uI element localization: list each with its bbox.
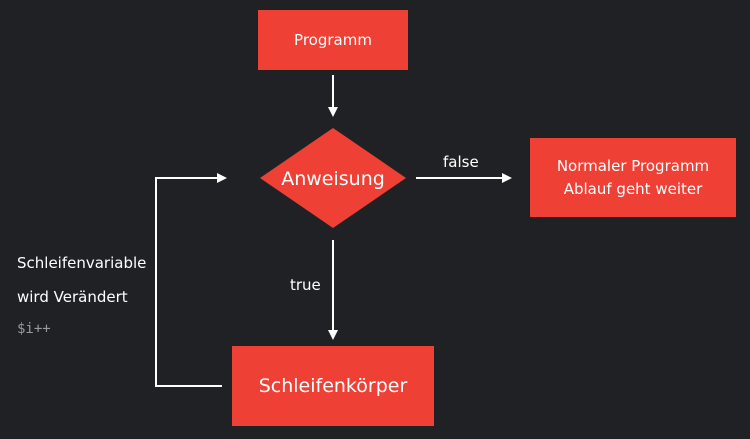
node-programm: Programm	[258, 10, 408, 70]
node-normaler-ablauf-line1: Normaler Programm	[556, 156, 710, 175]
node-normaler-ablauf: Normaler Programm Ablauf geht weiter	[530, 138, 736, 217]
loop-note-line1: Schleifenvariable	[17, 254, 147, 272]
edge-label-false: false	[443, 153, 479, 171]
edge-label-true: true	[290, 276, 321, 294]
loop-note-line2: wird Verändert	[17, 288, 128, 306]
node-anweisung-label: Anweisung	[281, 168, 385, 190]
node-programm-label: Programm	[294, 31, 372, 49]
node-schleifenkoerper: Schleifenkörper	[232, 346, 434, 426]
node-normaler-ablauf-line2: Ablauf geht weiter	[563, 179, 703, 198]
arrow-loop-back	[155, 173, 227, 387]
decision-diamond	[260, 128, 406, 228]
loop-note-code: $i++	[17, 321, 51, 337]
node-schleifenkoerper-label: Schleifenkörper	[258, 375, 408, 397]
